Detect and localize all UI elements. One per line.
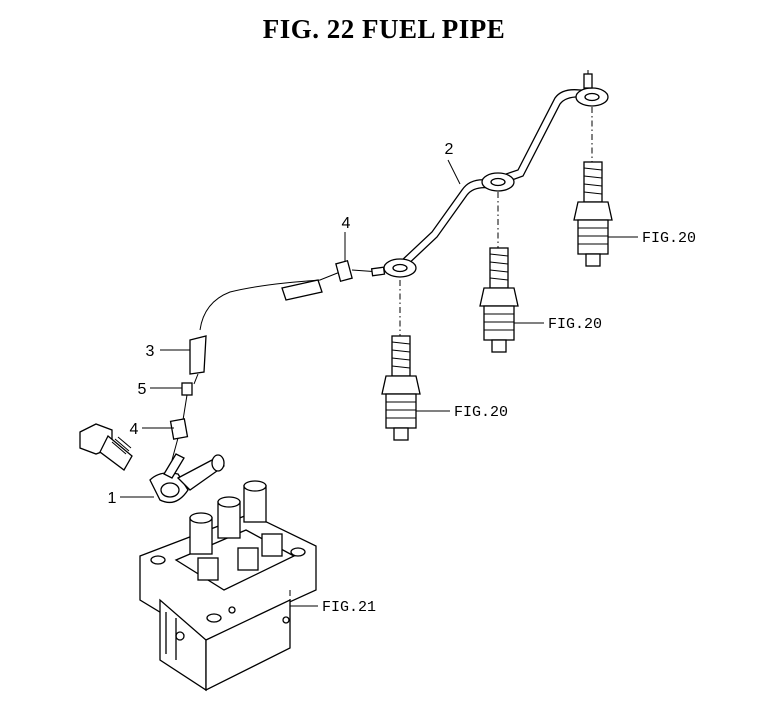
- ref-fig21-pump: FIG.21: [322, 599, 376, 616]
- figure-title: FIG. 22 FUEL PIPE: [262, 14, 506, 44]
- injector-2: [479, 192, 544, 353]
- callout-3: 3: [146, 343, 155, 360]
- callout-4-upper: 4: [342, 215, 351, 232]
- callout-leaders: [120, 159, 461, 620]
- injection-pump: [139, 480, 317, 692]
- leak-off-hose: [169, 259, 386, 461]
- callout-5: 5: [138, 381, 147, 398]
- callout-2: 2: [445, 141, 454, 158]
- injector-1: [381, 280, 450, 441]
- callout-1: 1: [108, 490, 117, 507]
- ref-fig20-injector-1: FIG.20: [454, 404, 508, 421]
- banjo-fitting: [79, 423, 225, 504]
- injector-3: [573, 107, 638, 267]
- ref-fig20-injector-3: FIG.20: [642, 230, 696, 247]
- callout-4-lower: 4: [130, 421, 139, 438]
- ref-fig20-injector-2: FIG.20: [548, 316, 602, 333]
- injection-pipe: [383, 70, 609, 278]
